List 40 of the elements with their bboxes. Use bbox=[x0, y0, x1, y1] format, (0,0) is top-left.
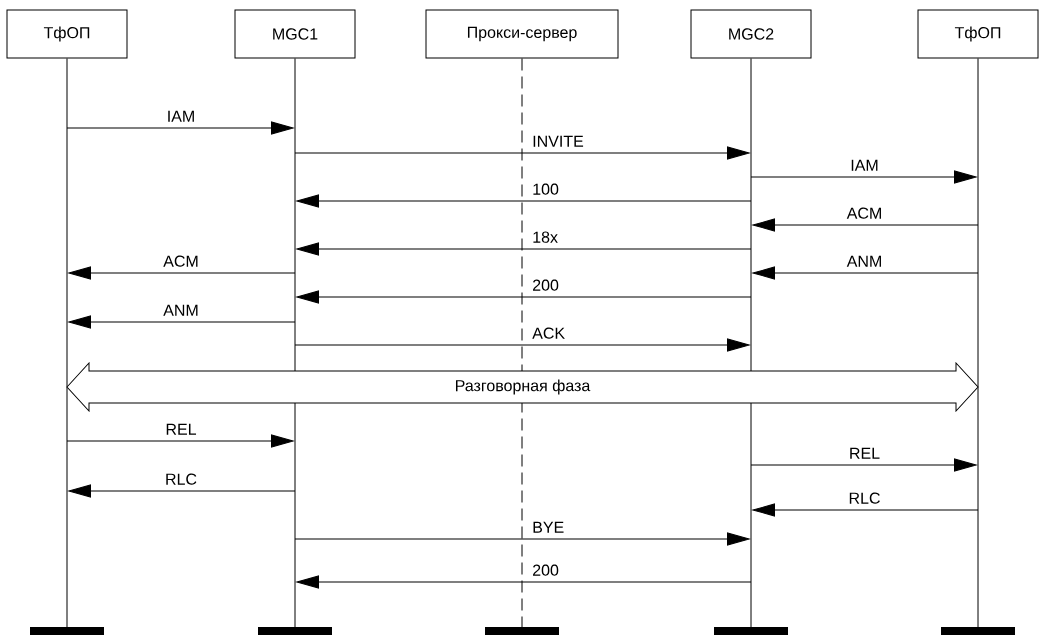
message-label: 18x bbox=[531, 230, 559, 244]
message-label: ANM bbox=[845, 254, 884, 268]
message-arrow bbox=[296, 194, 752, 208]
message-label: 200 bbox=[531, 278, 560, 292]
lifeline-drawing: ТфОП bbox=[6, 9, 128, 635]
lifeline-drawing: MGC1 bbox=[234, 9, 356, 635]
lifeline-drawing: ТфОП bbox=[917, 9, 1039, 635]
message-label: ANM bbox=[162, 303, 200, 317]
double-arrow bbox=[66, 362, 979, 412]
message-arrow bbox=[68, 484, 296, 498]
message-label: RLC bbox=[847, 491, 882, 505]
message-arrow bbox=[66, 434, 294, 448]
message-arrow bbox=[296, 575, 752, 589]
message-arrow bbox=[296, 290, 752, 304]
message-arrow bbox=[68, 315, 296, 329]
message-arrow bbox=[294, 532, 750, 546]
message-arrow bbox=[66, 121, 294, 135]
message-label: ACM bbox=[845, 206, 884, 220]
message-label: REL bbox=[164, 422, 198, 436]
message-label: 200 bbox=[531, 563, 560, 577]
message-arrow bbox=[752, 218, 979, 232]
message-label: IAM bbox=[165, 109, 197, 123]
proxy-box: Прокси-сервер bbox=[425, 9, 619, 59]
message-label: INVITE bbox=[531, 134, 585, 148]
message-arrow bbox=[752, 266, 979, 280]
message-arrow bbox=[296, 242, 752, 256]
message-label: IAM bbox=[849, 158, 880, 172]
message-label: BYE bbox=[531, 520, 566, 534]
message-label: RLC bbox=[164, 472, 198, 486]
message-arrow bbox=[294, 338, 750, 352]
message-arrow bbox=[294, 146, 750, 160]
message-label: 100 bbox=[531, 182, 560, 196]
message-arrow bbox=[752, 503, 979, 517]
message-label: ACM bbox=[162, 254, 200, 268]
message-arrow bbox=[750, 458, 977, 472]
message-arrow bbox=[750, 170, 977, 184]
lifeline-drawing: MGC2 bbox=[690, 9, 812, 635]
message-label: REL bbox=[847, 446, 882, 460]
message-label: ACK bbox=[531, 326, 567, 340]
message-arrow bbox=[68, 266, 296, 280]
